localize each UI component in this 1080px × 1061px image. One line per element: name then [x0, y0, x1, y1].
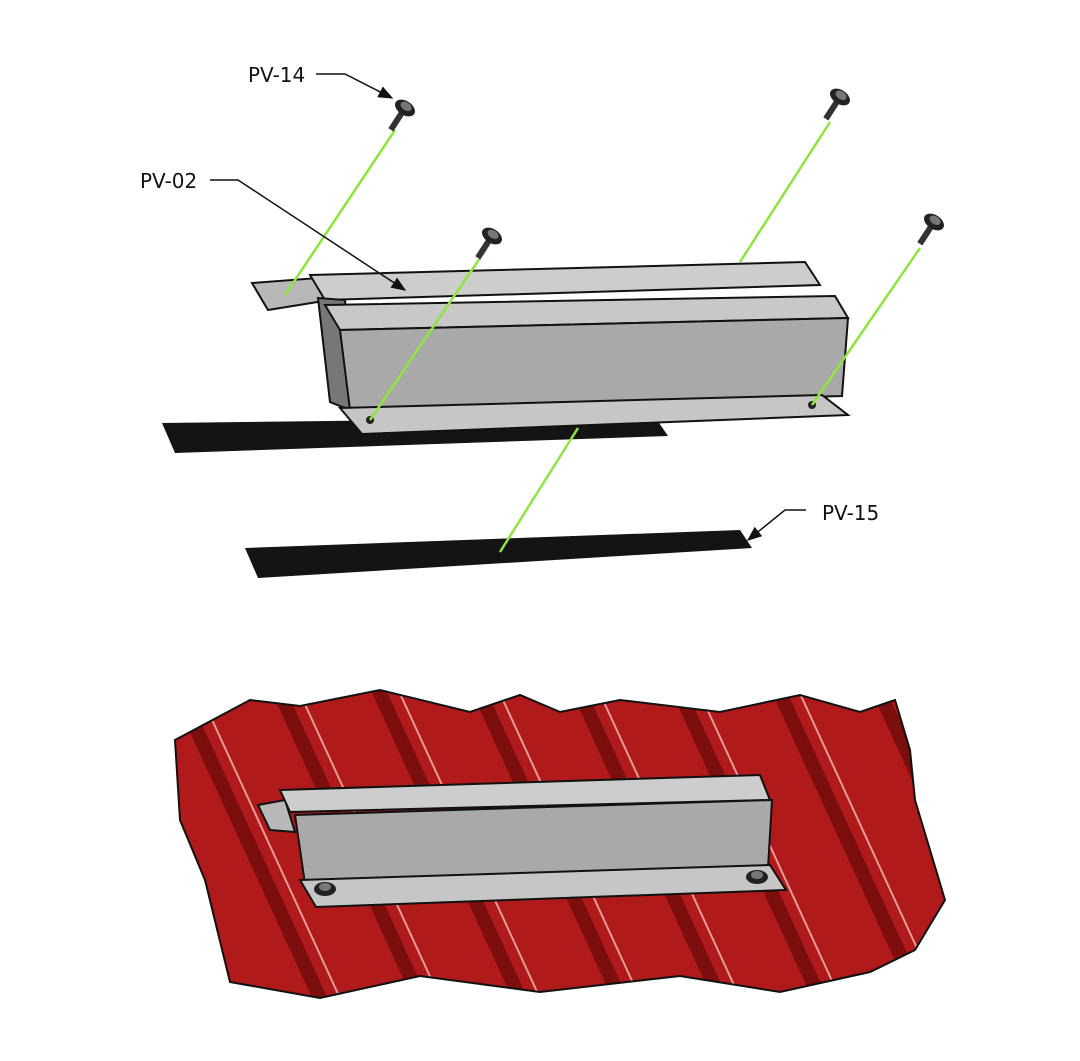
alignment-lines	[283, 121, 922, 553]
screw-icon	[917, 213, 944, 246]
rail-bottom-flange	[337, 393, 851, 436]
screw-icon	[475, 227, 502, 260]
installed-rail-flange	[298, 863, 788, 909]
installed-rail-tab	[256, 798, 297, 834]
rail-box-front	[338, 316, 850, 412]
label-pv-02: PV-02	[140, 169, 197, 193]
rail-top-face	[308, 260, 822, 302]
installed-view	[173, 688, 947, 1000]
screw-icon	[388, 99, 415, 132]
screw-icon	[746, 870, 768, 884]
label-pv-15: PV-15	[822, 501, 879, 525]
label-pv-14: PV-14	[248, 63, 305, 87]
gasket-strip	[245, 530, 752, 578]
screw-icon	[823, 88, 850, 121]
exploded-view: PV-14 PV-02 PV-15	[140, 63, 944, 578]
leader-lines	[210, 73, 806, 541]
screw-icon	[314, 882, 336, 896]
